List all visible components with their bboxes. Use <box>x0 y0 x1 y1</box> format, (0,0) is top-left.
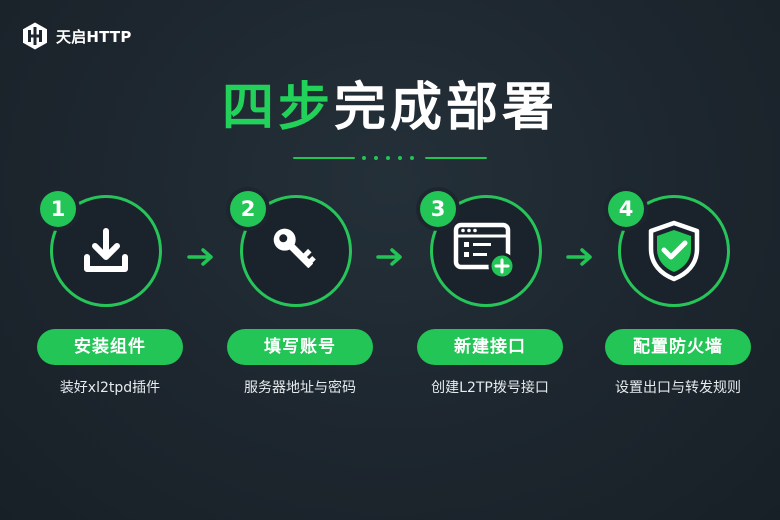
step-label: 填写账号 <box>227 329 373 365</box>
tianqi-logo-icon <box>23 22 47 50</box>
step-number: 2 <box>230 191 266 227</box>
shield-check-icon <box>648 220 700 282</box>
divider-dot <box>374 156 378 160</box>
step-number: 3 <box>420 191 456 227</box>
page-title: 四步完成部署 <box>0 78 780 138</box>
arrow-right-icon <box>566 248 592 266</box>
step-number: 4 <box>608 191 644 227</box>
add-window-icon <box>453 222 516 280</box>
divider-dot <box>398 156 402 160</box>
step-label: 配置防火墙 <box>605 329 751 365</box>
divider-dot <box>410 156 414 160</box>
step-label: 安装组件 <box>37 329 183 365</box>
title-rest: 完成部署 <box>334 78 559 138</box>
divider-line-right <box>425 157 487 159</box>
step-description: 创建L2TP拨号接口 <box>431 380 549 396</box>
step-description: 设置出口与转发规则 <box>615 380 741 396</box>
key-icon <box>273 228 316 268</box>
title-divider <box>0 153 780 163</box>
step-number: 1 <box>40 191 76 227</box>
step-icon-circle <box>430 195 542 307</box>
step-label: 新建接口 <box>417 329 563 365</box>
step-2: 2 填写账号 服务器地址与密码 <box>227 191 373 401</box>
divider-dot <box>362 156 366 160</box>
step-description: 装好xl2tpd插件 <box>59 380 161 396</box>
brand-name: 天启HTTP <box>56 27 132 46</box>
divider-line-left <box>293 157 355 159</box>
step-description: 服务器地址与密码 <box>244 380 356 396</box>
download-icon <box>84 228 128 272</box>
arrow-right-icon <box>376 248 402 266</box>
step-3: 3 新建接口 创建L2TP拨号接口 <box>417 191 563 401</box>
arrow-right-icon <box>187 248 213 266</box>
step-1: 1 安装组件 装好xl2tpd插件 <box>37 191 183 401</box>
title-highlight: 四步 <box>221 78 334 138</box>
brand-logo: 天启HTTP <box>20 21 132 51</box>
step-4: 4 配置防火墙 设置出口与转发规则 <box>605 191 751 401</box>
divider-dot <box>386 156 390 160</box>
